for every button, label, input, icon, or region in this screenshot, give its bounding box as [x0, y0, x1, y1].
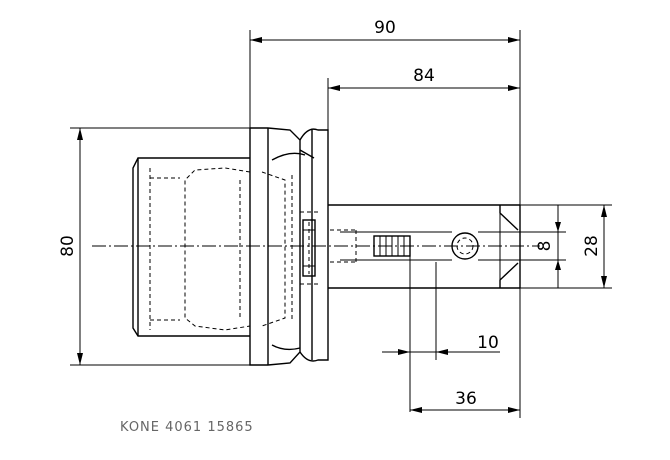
dimension-8: 8 — [500, 205, 566, 288]
dimension-label: 28 — [582, 235, 602, 257]
dimension-label: 90 — [374, 18, 396, 38]
dimension-label: 10 — [477, 333, 499, 353]
holder-body — [132, 127, 329, 366]
dimension-84: 84 — [327, 66, 520, 130]
dimension-90: 90 — [249, 18, 521, 205]
dimension-label: 8 — [535, 241, 555, 252]
dimension-label: 84 — [413, 66, 435, 86]
dimension-label: 36 — [455, 389, 477, 409]
dimension-label: 80 — [58, 235, 78, 257]
dimension-80: 80 — [58, 127, 250, 366]
dimension-28: 28 — [520, 204, 612, 289]
dimension-36: 36 — [410, 288, 521, 418]
part-reference: KONE 4061 15865 — [120, 420, 254, 435]
dimension-10: 10 — [382, 256, 500, 412]
shank — [328, 204, 521, 289]
